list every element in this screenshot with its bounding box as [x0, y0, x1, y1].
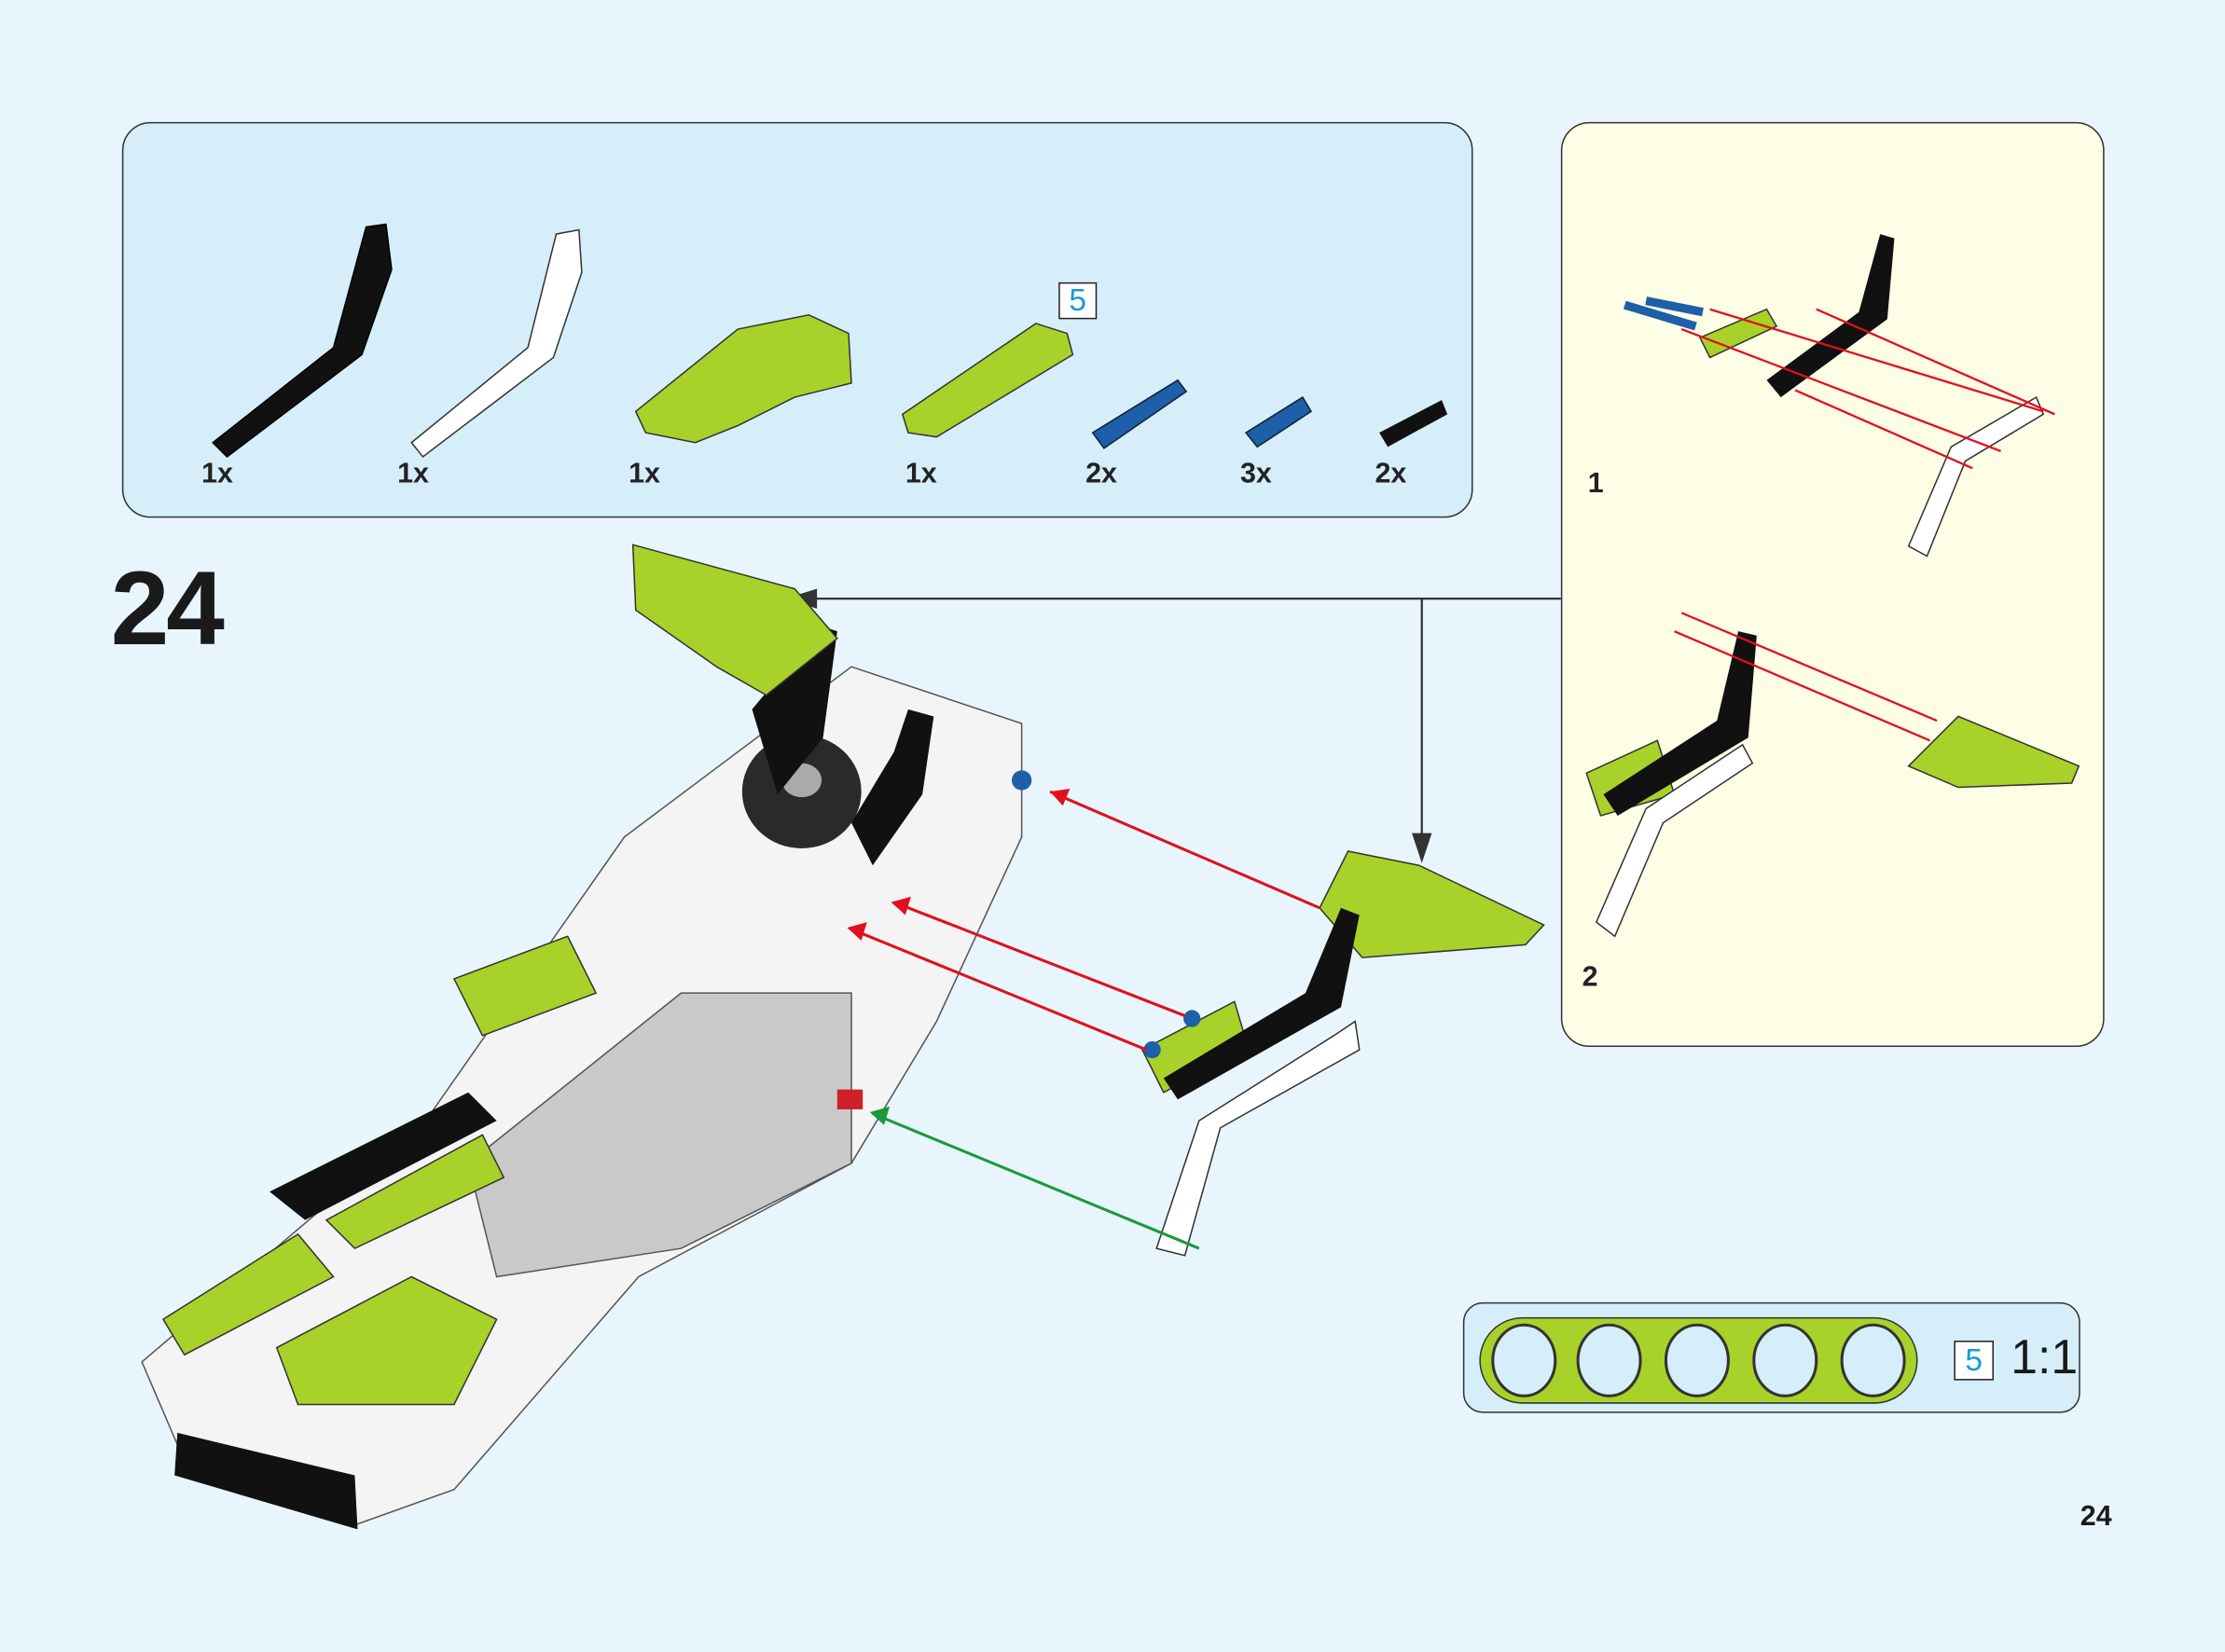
- part-qty: 1x: [629, 458, 660, 489]
- callout-step2-illustration: [1585, 612, 2080, 938]
- substep-label: 2: [1582, 961, 1598, 994]
- scale-ratio: 1:1: [2011, 1330, 2079, 1385]
- lime-panel-part: [634, 314, 852, 444]
- black-bent-beam-part: [212, 223, 393, 458]
- blue-long-pin-part: [1091, 379, 1188, 449]
- beam-length-badge: 5: [1058, 282, 1098, 320]
- part-qty: 1x: [905, 458, 937, 489]
- part-qty: 1x: [201, 458, 233, 489]
- scale-length-badge: 5: [1954, 1340, 1994, 1381]
- part-qty: 1x: [397, 458, 429, 489]
- callout-step1-illustration: [1624, 234, 2055, 558]
- white-bent-beam-part: [410, 228, 583, 459]
- blue-pin-part: [1244, 396, 1313, 448]
- substep-label: 1: [1587, 468, 1604, 500]
- assembly-arrows: [847, 789, 1320, 1250]
- callout-pointer-arrows: [785, 588, 1561, 863]
- sub-assembly-callout: [1560, 121, 2105, 1047]
- part-qty: 2x: [1085, 458, 1117, 489]
- part-qty: 2x: [1375, 458, 1407, 489]
- beam-1to1-outline: [1479, 1316, 1918, 1404]
- main-model-assembly: [141, 544, 1545, 1530]
- page-number: 24: [2080, 1500, 2112, 1533]
- lime-beam-part: [901, 323, 1074, 438]
- part-qty: 3x: [1239, 458, 1272, 489]
- step-number: 24: [110, 548, 225, 668]
- black-pin-part: [1379, 400, 1448, 447]
